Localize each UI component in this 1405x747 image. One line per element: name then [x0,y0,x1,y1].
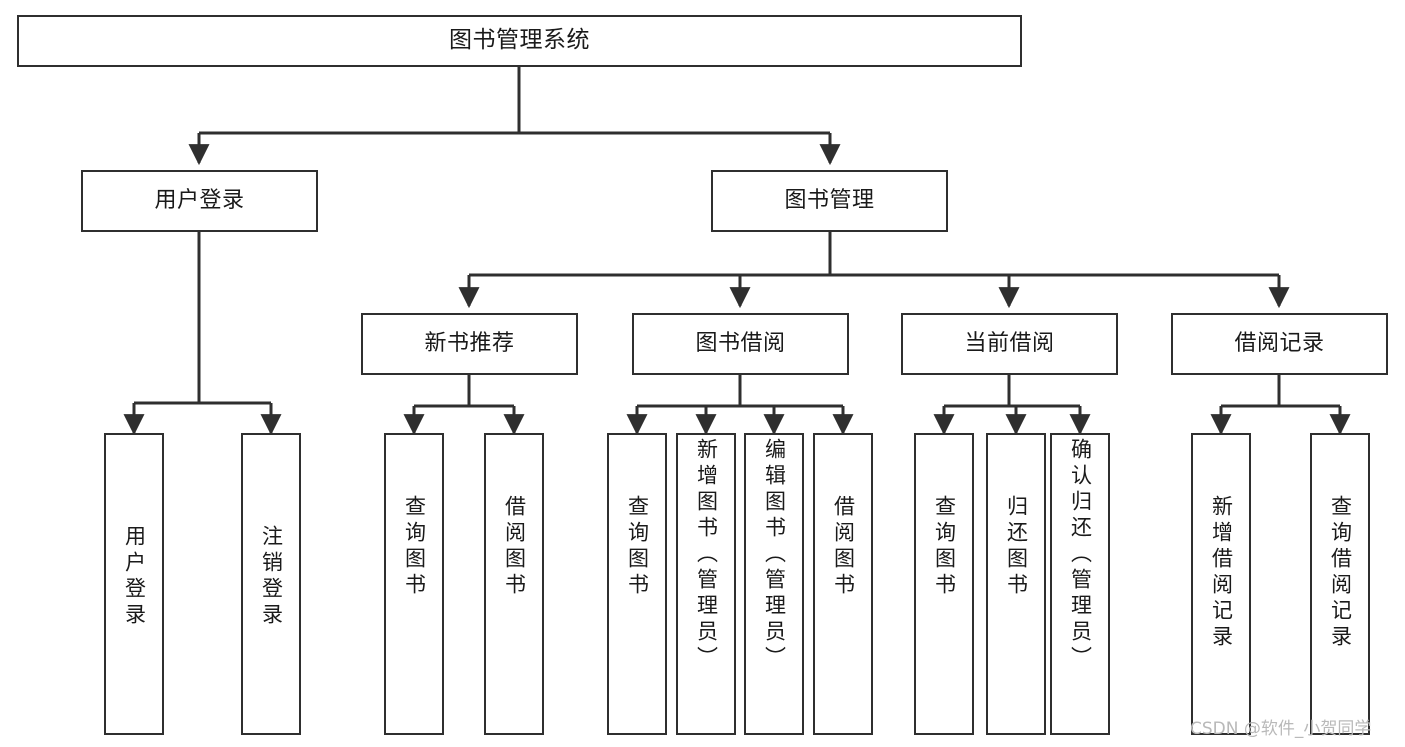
leaf-book-borrow-borrow-label: 借阅图书 [831,495,856,599]
leaf-book-borrow-add[interactable]: 新增图书（管理员） [676,433,736,735]
leaf-borrow-record-add[interactable]: 新增借阅记录 [1191,433,1251,735]
node-book-borrow[interactable]: 图书借阅 [632,313,849,375]
node-borrow-record[interactable]: 借阅记录 [1171,313,1388,375]
leaf-book-borrow-query-label: 查询图书 [625,495,650,599]
leaf-book-borrow-edit-label: 编辑图书（管理员） [762,438,787,672]
leaf-book-borrow-query[interactable]: 查询图书 [607,433,667,735]
leaf-current-borrow-query[interactable]: 查询图书 [914,433,974,735]
leaf-user-login-logout-label: 注销登录 [259,525,284,629]
node-borrow-record-label: 借阅记录 [1234,331,1325,357]
node-new-book-recommend-label: 新书推荐 [424,331,515,357]
node-user-login-label: 用户登录 [154,188,245,214]
leaf-borrow-record-query[interactable]: 查询借阅记录 [1310,433,1370,735]
node-current-borrow-label: 当前借阅 [964,331,1055,357]
leaf-current-borrow-confirm-label: 确认归还（管理员） [1068,438,1093,672]
node-current-borrow[interactable]: 当前借阅 [901,313,1118,375]
leaf-user-login-login[interactable]: 用户登录 [104,433,164,735]
leaf-book-borrow-edit[interactable]: 编辑图书（管理员） [744,433,804,735]
leaf-borrow-record-add-label: 新增借阅记录 [1209,495,1234,651]
leaf-user-login-logout[interactable]: 注销登录 [241,433,301,735]
leaf-new-book-query-label: 查询图书 [402,495,427,599]
node-new-book-recommend[interactable]: 新书推荐 [361,313,578,375]
leaf-current-borrow-confirm[interactable]: 确认归还（管理员） [1050,433,1110,735]
node-root[interactable]: 图书管理系统 [17,15,1022,67]
leaf-current-borrow-return[interactable]: 归还图书 [986,433,1046,735]
leaf-book-borrow-add-label: 新增图书（管理员） [694,438,719,672]
leaf-book-borrow-borrow[interactable]: 借阅图书 [813,433,873,735]
leaf-new-book-borrow-label: 借阅图书 [502,495,527,599]
node-book-borrow-label: 图书借阅 [695,331,786,357]
leaf-borrow-record-query-label: 查询借阅记录 [1328,495,1353,651]
node-book-management[interactable]: 图书管理 [711,170,948,232]
leaf-current-borrow-query-label: 查询图书 [932,495,957,599]
node-book-management-label: 图书管理 [784,188,875,214]
leaf-new-book-query[interactable]: 查询图书 [384,433,444,735]
watermark: CSDN @软件_小贺同学 [1190,719,1372,739]
leaf-new-book-borrow[interactable]: 借阅图书 [484,433,544,735]
leaf-user-login-login-label: 用户登录 [122,525,147,629]
node-user-login[interactable]: 用户登录 [81,170,318,232]
node-root-label: 图书管理系统 [449,27,590,54]
leaf-current-borrow-return-label: 归还图书 [1004,495,1029,599]
